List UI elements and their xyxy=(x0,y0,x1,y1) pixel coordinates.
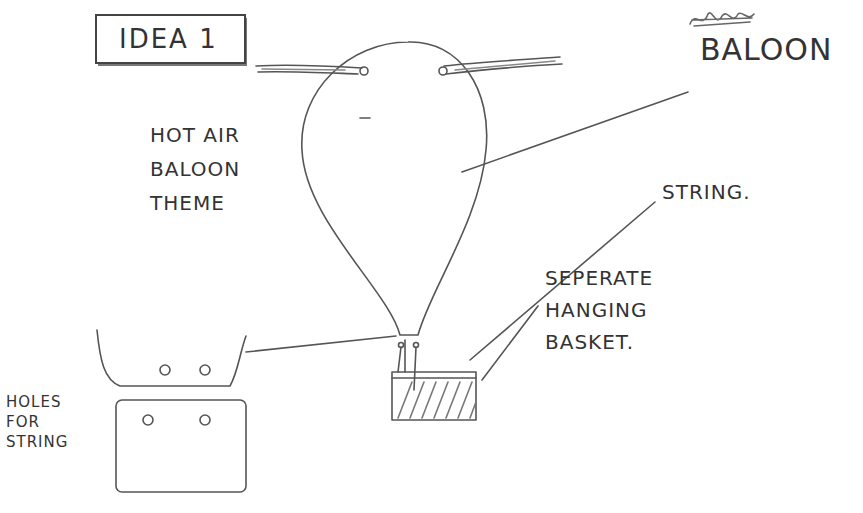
part-name: SEPERATE HANGING BASKET. xyxy=(545,262,685,358)
leader-line xyxy=(246,336,396,352)
part-name: BALOON xyxy=(700,32,860,68)
title-text: IDEA 1 xyxy=(119,24,218,54)
part-name: STRING. xyxy=(662,178,782,206)
leader-line xyxy=(462,92,688,172)
branch-right xyxy=(439,57,562,75)
scribble xyxy=(690,13,754,26)
leader-line xyxy=(482,306,538,380)
basket-assembly xyxy=(392,340,476,420)
basket-top-detail xyxy=(97,330,246,386)
title-box: IDEA 1 xyxy=(95,14,246,64)
branch-left xyxy=(256,65,368,75)
note: HOLES FOR STRING xyxy=(6,392,76,452)
balloon-envelope xyxy=(302,42,487,335)
sketch-mark xyxy=(360,117,370,119)
basket-panel-detail xyxy=(116,400,246,492)
theme-note: HOT AIR BALOON THEME xyxy=(150,118,260,220)
